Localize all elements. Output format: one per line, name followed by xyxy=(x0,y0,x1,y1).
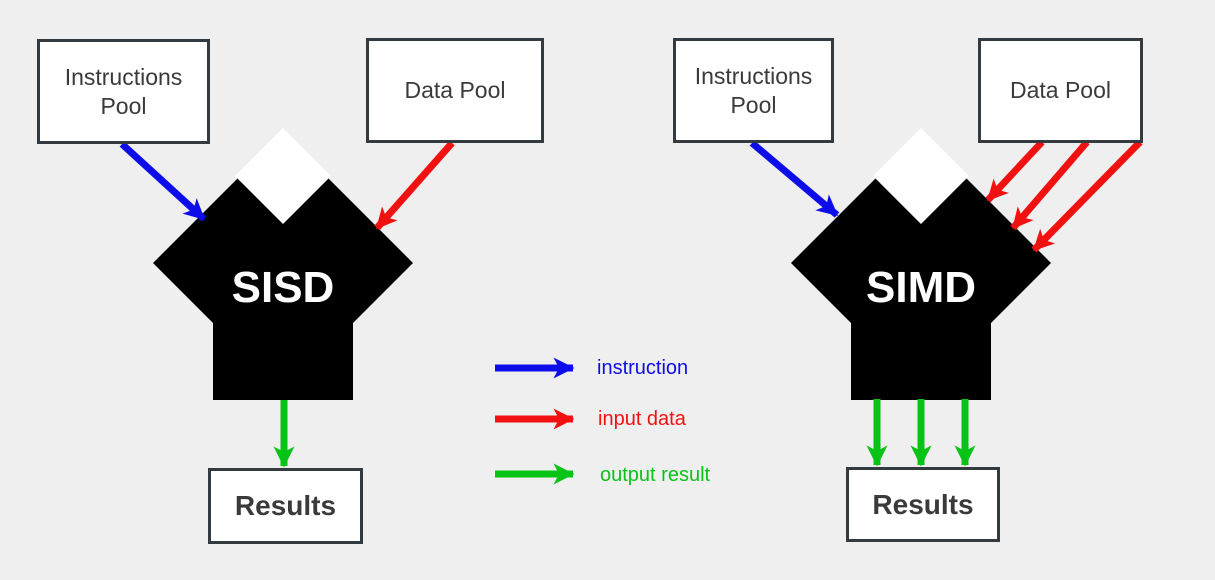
sisd-instructions-pool-label: Instructions Pool xyxy=(64,63,183,119)
simd-data-pool-label: Data Pool xyxy=(1009,77,1111,104)
simd-input-data-arrow-2 xyxy=(1010,139,1090,231)
simd-title: SIMD xyxy=(866,263,976,312)
simd-instruction-arrow xyxy=(749,140,840,218)
simd-instructions-pool-box: Instructions Pool xyxy=(673,38,834,143)
sisd-notch xyxy=(235,128,331,224)
legend-input-data-label: input data xyxy=(598,408,686,430)
simd-results-label: Results xyxy=(872,488,974,520)
sisd-results-label: Results xyxy=(234,490,337,521)
simd-instructions-pool-label: Instructions Pool xyxy=(694,62,813,118)
simd-input-data-arrow-3 xyxy=(1031,139,1143,253)
sisd-data-pool-label: Data Pool xyxy=(404,77,506,104)
simd-data-pool-box: Data Pool xyxy=(978,38,1143,143)
simd-stem xyxy=(851,263,991,400)
legend-output-result-label: output result xyxy=(600,464,711,486)
sisd-results-box: Results xyxy=(208,468,363,544)
simd-results-box: Results xyxy=(846,467,1000,542)
simd-notch xyxy=(873,128,969,224)
sisd-input-data-arrow xyxy=(374,140,455,231)
sisd-title: SISD xyxy=(231,263,335,312)
sisd-stem xyxy=(213,263,353,400)
legend-instruction-label: instruction xyxy=(597,357,689,379)
sisd-data-pool-box: Data Pool xyxy=(366,38,544,143)
sisd-instruction-arrow xyxy=(119,141,207,222)
sisd-instructions-pool-box: Instructions Pool xyxy=(37,39,210,144)
simd-input-data-arrow-1 xyxy=(985,139,1045,203)
sisd-processor-shape xyxy=(153,128,413,400)
